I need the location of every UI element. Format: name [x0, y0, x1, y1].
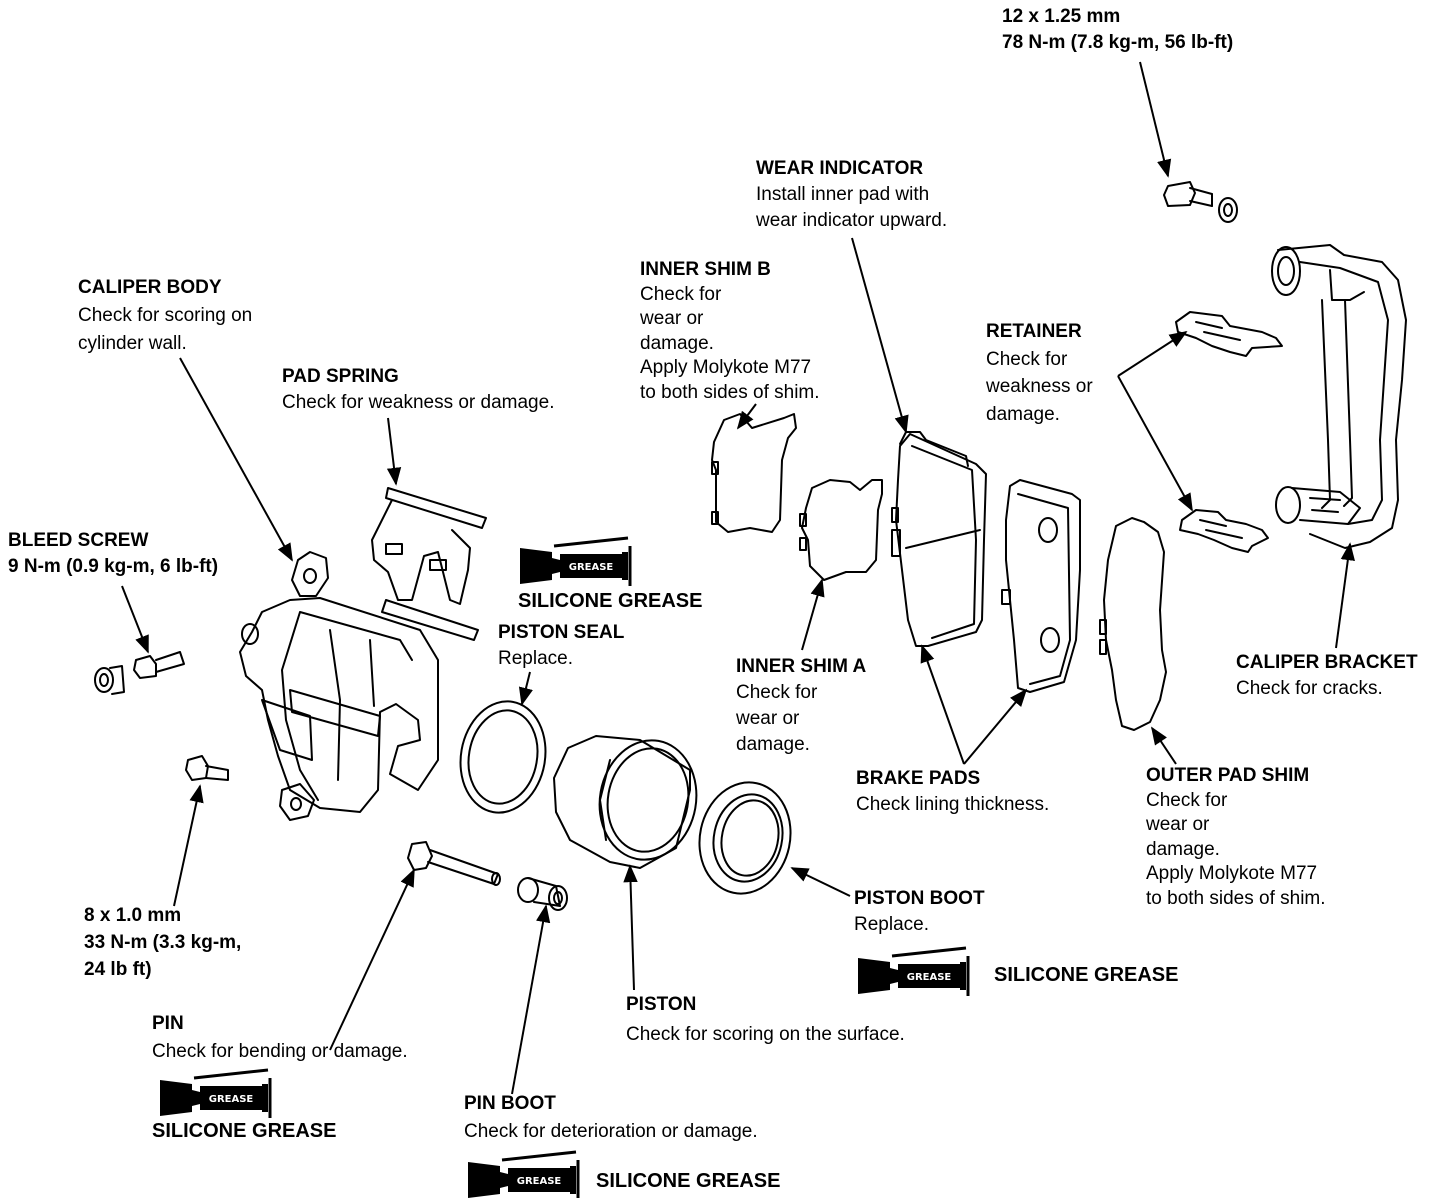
svg-text:GREASE: GREASE	[517, 1176, 562, 1187]
inner-shim-a	[799, 479, 883, 581]
retainer-label: RETAINER Check for weakness or damage.	[986, 321, 1093, 425]
arrow-brake-pad-inner	[920, 644, 965, 765]
arrow-piston-boot	[790, 867, 851, 897]
inner-shim-b-label: INNER SHIM B Check for wear or damage. A…	[640, 259, 820, 403]
caliper-body	[239, 551, 439, 821]
brake-pad-inner	[891, 431, 987, 647]
outer-pad-shim-label: OUTER PAD SHIM Check for wear or damage.…	[1146, 765, 1326, 909]
arrow-piston	[623, 864, 638, 991]
caliper-bracket-label: CALIPER BRACKET Check for cracks.	[1236, 652, 1418, 699]
grease-tube-icon-3: GREASE	[158, 1068, 272, 1120]
caliper-bracket	[1271, 244, 1407, 549]
arrow-inner-shim-b	[736, 403, 757, 430]
silicone-grease-label-2: SILICONE GREASE	[994, 964, 1179, 986]
silicone-grease-label-3: SILICONE GREASE	[152, 1120, 337, 1142]
arrow-bleed-screw	[121, 585, 149, 654]
arrow-pin-boot	[511, 904, 551, 1095]
inner-shim-b	[711, 413, 797, 533]
pad-spring-label: PAD SPRING Check for weakness or damage.	[282, 366, 555, 413]
piston-boot	[698, 781, 792, 895]
arrow-pad-spring	[386, 417, 402, 486]
bracket-bolt	[1163, 181, 1238, 223]
svg-text:GREASE: GREASE	[209, 1094, 254, 1105]
arrow-caliper-bolt	[173, 784, 204, 907]
arrow-wear-indicator	[851, 237, 909, 434]
piston	[553, 735, 698, 869]
retainer-lower	[1179, 509, 1269, 553]
pin-label: PIN Check for bending or damage.	[152, 1013, 408, 1062]
arrow-outer-pad-shim	[1151, 726, 1177, 765]
retainer-upper	[1175, 311, 1283, 357]
arrow-piston-seal	[518, 671, 533, 706]
grease-tube-icon-2: GREASE	[856, 946, 970, 998]
arrow-inner-shim-a	[801, 578, 825, 651]
grease-tube-icon-4: GREASE	[466, 1150, 580, 1198]
arrow-pin	[329, 868, 415, 1051]
pin-boot	[517, 877, 568, 911]
arrow-caliper-bracket	[1335, 542, 1355, 649]
inner-shim-a-label: INNER SHIM A Check for wear or damage.	[736, 656, 867, 755]
bleed-screw-label: BLEED SCREW 9 N-m (0.9 kg-m, 6 lb-ft)	[8, 530, 219, 577]
svg-text:GREASE: GREASE	[907, 972, 952, 983]
piston-seal-label: PISTON SEAL Replace.	[498, 622, 625, 669]
outer-pad-shim	[1099, 517, 1167, 731]
arrow-bolt-top	[1139, 61, 1172, 178]
bolt-top-spec: 12 x 1.25 mm 78 N-m (7.8 kg-m, 56 lb-ft)	[1002, 6, 1234, 53]
silicone-grease-label-4: SILICONE GREASE	[596, 1170, 781, 1192]
wear-indicator-label: WEAR INDICATOR Install inner pad with we…	[756, 158, 948, 231]
silicone-grease-label-1: SILICONE GREASE	[518, 590, 703, 612]
arrow-caliper-body	[179, 357, 293, 562]
piston-label: PISTON Check for scoring on the surface.	[626, 994, 905, 1045]
brake-pad-outer	[1001, 479, 1081, 693]
piston-boot-label: PISTON BOOT Replace.	[854, 888, 985, 935]
grease-tube-icon-1: GREASE	[518, 536, 632, 588]
piston-seal	[459, 700, 547, 814]
arrow-retainer-upper	[1117, 331, 1188, 377]
brake-pads-label: BRAKE PADS Check lining thickness.	[856, 768, 1050, 815]
arrow-brake-pad-outer	[963, 688, 1028, 765]
caliper-body-label: CALIPER BODY Check for scoring on cylind…	[78, 277, 253, 354]
caliper-bolt-spec: 8 x 1.0 mm 33 N-m (3.3 kg-m, 24 lb ft)	[84, 905, 242, 980]
svg-text:GREASE: GREASE	[569, 562, 614, 573]
pin-boot-label: PIN BOOT Check for deterioration or dama…	[464, 1093, 758, 1142]
caliper-bolt	[185, 755, 229, 781]
pad-spring	[371, 487, 487, 641]
guide-pin	[407, 841, 501, 886]
arrow-retainer-lower	[1117, 375, 1193, 512]
bleed-screw	[94, 651, 185, 695]
